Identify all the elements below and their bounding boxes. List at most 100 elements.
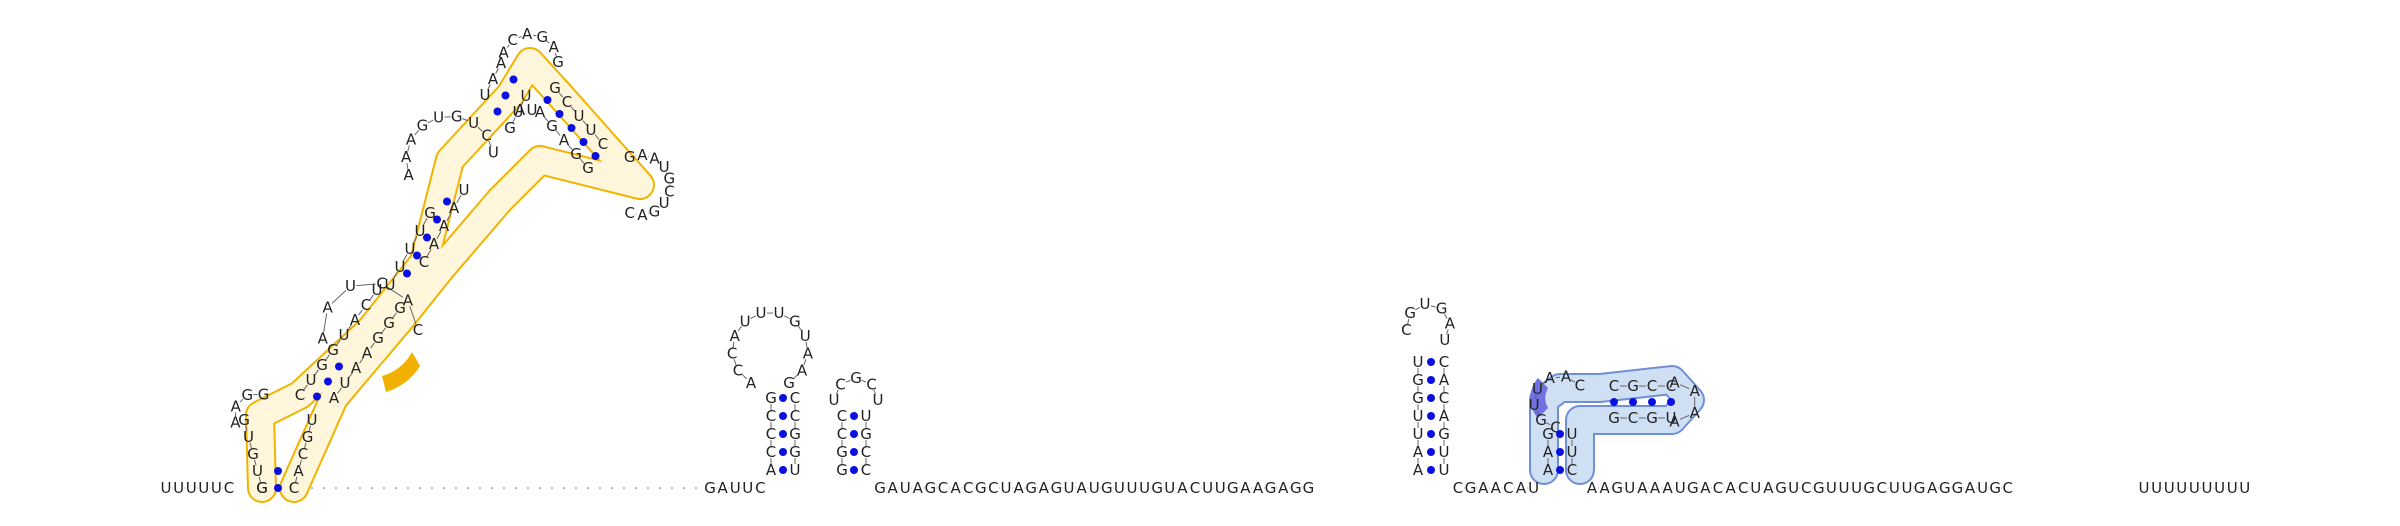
nucleotide: A: [803, 345, 814, 363]
backbone-link: [358, 309, 363, 316]
nucleotide: C: [624, 204, 634, 222]
nucleotide: A: [318, 329, 329, 347]
nucleotide: U: [2202, 479, 2213, 497]
nucleotide: G: [1051, 479, 1063, 497]
spacer-dot: [431, 487, 433, 489]
backbone-link: [392, 312, 397, 319]
spacer-dot: [383, 487, 385, 489]
backbone-link: [1446, 329, 1449, 335]
nucleotide: A: [522, 25, 533, 43]
spacer-dot: [515, 487, 517, 489]
nucleotide: G: [1290, 479, 1302, 497]
backbone-link: [488, 140, 492, 147]
hairpin-5-strong-highlight: [1530, 378, 1548, 418]
base-pair-dot: [1556, 430, 1564, 438]
nucleotide: A: [1545, 369, 1556, 387]
nucleotide: G: [1465, 479, 1477, 497]
nucleotide: U: [1977, 479, 1988, 497]
backbone-link: [239, 398, 244, 403]
base-pair-dot: [313, 392, 321, 401]
nucleotide: G: [1101, 479, 1113, 497]
nucleotide: G: [327, 341, 339, 359]
nucleotide: U: [1215, 479, 1226, 497]
backbone-link: [308, 425, 311, 432]
nucleotide: G: [241, 386, 253, 404]
backbone-link: [554, 52, 557, 57]
spacer-dot: [467, 487, 469, 489]
spacer-dot: [599, 487, 601, 489]
nucleotide: U: [1889, 479, 1900, 497]
hairpin-big-strong-highlight: [382, 352, 420, 392]
spacer-dot: [527, 487, 529, 489]
nucleotide: A: [1599, 479, 1610, 497]
backbone-link: [873, 389, 877, 395]
spacer-dot: [443, 487, 445, 489]
nucleotide: G: [975, 479, 987, 497]
nucleotide: A: [887, 479, 898, 497]
base-pair-dot: [850, 466, 858, 474]
spacer-dot: [347, 487, 349, 489]
nucleotide: C: [866, 375, 876, 393]
nucleotide: A: [649, 150, 660, 168]
nucleotide: U: [415, 222, 426, 240]
nucleotide: C: [224, 479, 234, 497]
nucleotide: C: [766, 425, 776, 443]
nucleotide: U: [405, 240, 416, 258]
nucleotide: C: [1401, 321, 1411, 339]
backbone-link: [861, 379, 867, 383]
nucleotide: C: [790, 407, 800, 425]
nucleotide: U: [468, 114, 479, 132]
backbone-link: [426, 249, 432, 257]
nucleotide: U: [773, 304, 784, 322]
nucleotide: G: [238, 411, 250, 429]
nucleotide: A: [1478, 479, 1489, 497]
nucleotide: U: [1001, 479, 1012, 497]
nucleotide: A: [1927, 479, 1938, 497]
nucleotide: U: [1528, 479, 1539, 497]
backbone-link: [555, 130, 561, 136]
nucleotide: U: [1675, 479, 1686, 497]
nucleotide: G: [383, 314, 395, 332]
backbone-link: [520, 101, 524, 107]
nucleotide: G: [765, 389, 777, 407]
nucleotide: G: [256, 479, 268, 497]
nucleotide: U: [2239, 479, 2250, 497]
nucleotide: C: [766, 443, 776, 461]
base-pair-dot: [433, 215, 441, 224]
base-pair-dot: [555, 110, 564, 118]
backbone-link: [258, 476, 261, 483]
spacer-dot: [491, 487, 493, 489]
nucleotide: C: [508, 31, 518, 49]
backbone-link: [1679, 414, 1690, 420]
nucleotide: U: [243, 428, 254, 446]
backbone-link: [1536, 410, 1540, 415]
nucleotide: G: [536, 28, 548, 46]
nucleotide: U: [1851, 479, 1862, 497]
backbone-link: [359, 357, 364, 364]
nucleotide: C: [298, 445, 308, 463]
spacer-dot: [539, 487, 541, 489]
backbone-link: [406, 162, 409, 170]
nucleotide: U: [1532, 380, 1543, 398]
nucleotide: G: [316, 356, 328, 374]
nucleotide: C: [419, 253, 429, 271]
nucleotide: U: [1439, 461, 1450, 479]
nucleotide: A: [1669, 413, 1680, 431]
base-pair-dot: [567, 124, 576, 132]
backbone-link: [487, 84, 491, 90]
nucleotide: G: [504, 119, 516, 137]
nucleotide: U: [2214, 479, 2225, 497]
base-pair-dot: [579, 138, 588, 146]
nucleotide: A: [1278, 479, 1289, 497]
backbone-link: [594, 134, 600, 140]
nucleotide: A: [1439, 407, 1450, 425]
backbone-link: [299, 459, 302, 466]
base-pair-dot: [1667, 398, 1675, 406]
nucleotide: G: [1265, 479, 1277, 497]
nucleotide: G: [1608, 409, 1620, 427]
backbone-link: [1534, 394, 1537, 400]
nucleotide: U: [900, 479, 911, 497]
nucleotide: U: [1902, 479, 1913, 497]
nucleotide: G: [546, 117, 558, 135]
base-pair-dot: [509, 75, 518, 84]
